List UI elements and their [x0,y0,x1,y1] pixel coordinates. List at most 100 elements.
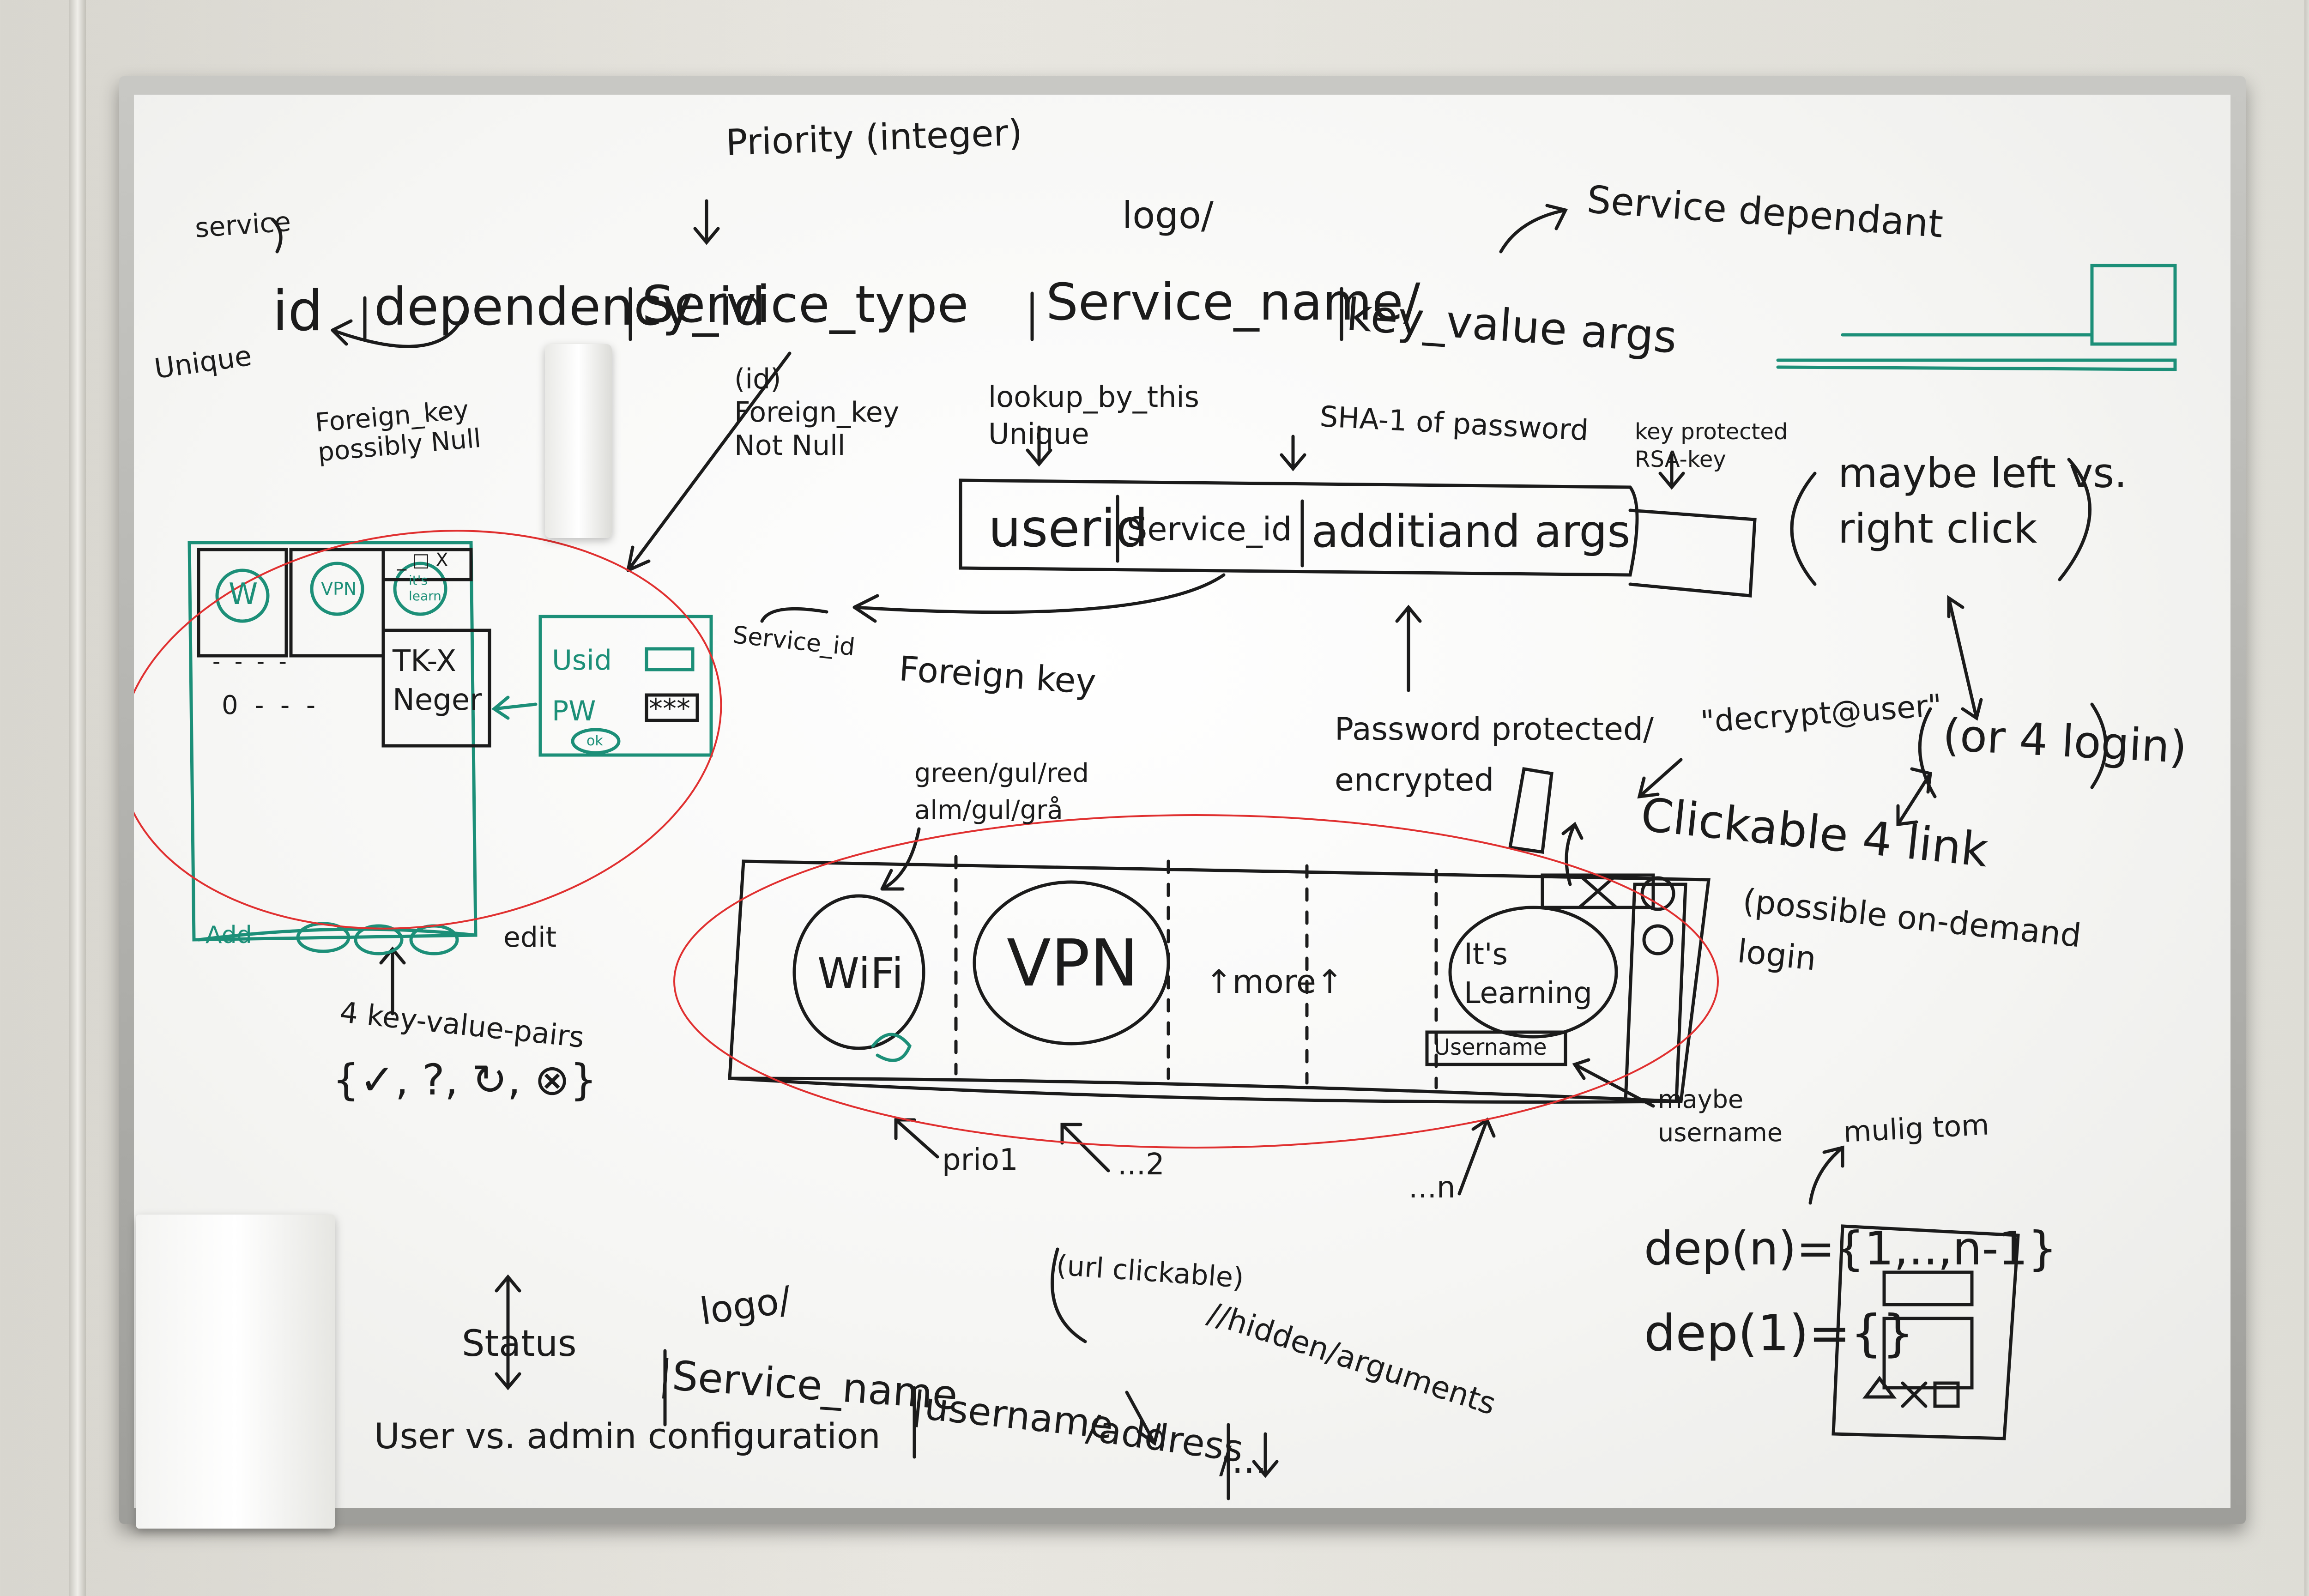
small-mockup-w-circle [215,568,270,623]
phone-sketch-icons [1862,1376,1960,1408]
label-userid: userid [988,499,1148,559]
small-mockup-pw-field [645,693,699,722]
label-maybe-username: maybe username [1658,1085,1783,1147]
login-paren-open [1918,707,1937,798]
small-mockup-toolbar [197,927,478,942]
small-mockup-btn-3 [354,924,404,955]
label-service-type: Service_type [642,275,969,334]
large-mockup-frame [728,859,1711,1103]
whiteboard-drawings [134,199,2177,1500]
large-mockup-vpn: VPN [1007,926,1138,1001]
service-id-arrow [760,607,828,623]
label-status-set: {✓, ?, ↻, ⊗} [332,1055,597,1105]
dbl-arrow-1 [1947,595,1983,721]
large-mockup-its-learning: It's Learning [1464,937,1592,1010]
left-right-paren-open [1790,472,1817,586]
corner-sketch-rect [2090,264,2177,346]
prion-arrow [1457,1117,1496,1196]
whiteboard: service Unique id dependency_id Service_… [134,95,2230,1508]
url-paren [1051,1247,1087,1343]
decrypt-arrow [1637,758,1683,799]
large-mockup-wifi: WiFi [817,949,904,998]
small-mockup-dots-1: - - - - [212,649,287,675]
label-left-right-click: maybe left vs. right click [1838,449,2128,552]
large-mockup-username: Username [1434,1034,1547,1060]
label-service-name: Service_name/ [1046,272,1420,332]
label-bottom-tail: /... [1219,1439,1267,1481]
small-mockup-its-circle [393,562,447,616]
label-password-protected: Password protected/ encrypted [1335,711,1654,798]
label-service-id: Service_id [1127,510,1292,548]
label-dep-1: dep(1)={} [1644,1305,1914,1362]
eraser-holder [545,344,612,538]
small-mockup-w: W [229,577,258,611]
small-mockup-arrow [491,695,538,720]
dependent-arrow [1499,204,1568,254]
service-arrow [271,218,283,254]
status-dbl-arrow [495,1274,521,1390]
phone-sketch-box-2 [1882,1317,1974,1390]
wifi-refresh-icon [871,1033,912,1062]
url-arrow [1125,1390,1161,1446]
wifi-circle [792,894,925,1050]
label-id: id [272,279,323,344]
label-status: Status [462,1323,577,1365]
red-ellipse-large-mockup [673,814,1719,1149]
username-box [1425,1030,1567,1066]
small-mockup-vpn: VPN [321,579,357,599]
wall-rail-right [2304,0,2309,1596]
pw-up-arrow [1395,605,1422,692]
label-colors: green/gul/red alm/gul/grå [914,758,1089,825]
vpn-circle [973,880,1170,1046]
label-dep-n: dep(n)={1,..,n-1} [1644,1221,2057,1276]
label-key-protected: key protected RSA-key [1635,419,1788,472]
label-dependency-id: dependency_id [374,277,766,337]
clickable-bracket [1508,767,1553,854]
left-right-paren-close [2058,458,2091,581]
small-mockup-tile-vpn [289,548,385,658]
small-mockup-tkx: TK-X Neger [393,644,482,717]
small-mockup-its: it's learn [409,573,441,604]
small-mockup-user-field [645,647,695,671]
large-mockup-more: ↑more↑ [1205,963,1343,1001]
priority-arrow [693,199,720,245]
label-prion: ...n [1408,1171,1456,1205]
mulig-arrow [1808,1145,1844,1205]
dep-loop-arrow [331,305,468,348]
mockup-refresh-icon [1642,924,1674,955]
small-mockup-usid: Usid [552,644,612,677]
small-mockup-pw: PW [552,695,596,727]
label-logo: logo/ [1122,194,1214,237]
small-mockup-stars: *** [649,693,690,725]
login-paren-close [2090,702,2108,789]
fk-back-arrow [852,573,1226,623]
label-service: service [194,206,292,244]
colors-arrow [880,827,921,891]
small-mockup-popup [538,615,713,757]
label-additional-args: additiand args [1312,506,1631,557]
label-prio2: ...2 [1118,1148,1165,1182]
small-mockup-ok: ok [586,733,603,749]
its-learning-circle [1448,906,1618,1039]
small-mockup-ok-button [571,728,621,755]
small-mockup-tile-w [197,548,288,658]
small-mockup-vpn-circle [310,562,364,616]
maybe-username-arrow [1572,1058,1655,1108]
label-user-admin: User vs. admin configuration [374,1415,881,1457]
marker-tray [136,1215,335,1529]
small-mockup-add-button: Add [206,921,252,949]
sha-arrow [1280,435,1306,472]
lookup-arrow [1026,425,1052,467]
small-mockup-ctrl-bar [383,548,473,581]
red-ellipse-small-mockup [134,530,722,930]
prio2-arrow [1060,1123,1110,1173]
phone-sketch-box-1 [1882,1270,1974,1306]
label-prio1: prio1 [942,1143,1018,1177]
hidden-arrow [1252,1432,1279,1478]
large-mockup-bottom [728,1076,1683,1104]
label-edit: edit [503,921,557,954]
user-table-row [959,478,1639,577]
fk-long-arrow [626,351,792,572]
mockup-close-icon [1640,876,1675,911]
small-mockup-dots-2: 0 - - - [222,690,316,720]
